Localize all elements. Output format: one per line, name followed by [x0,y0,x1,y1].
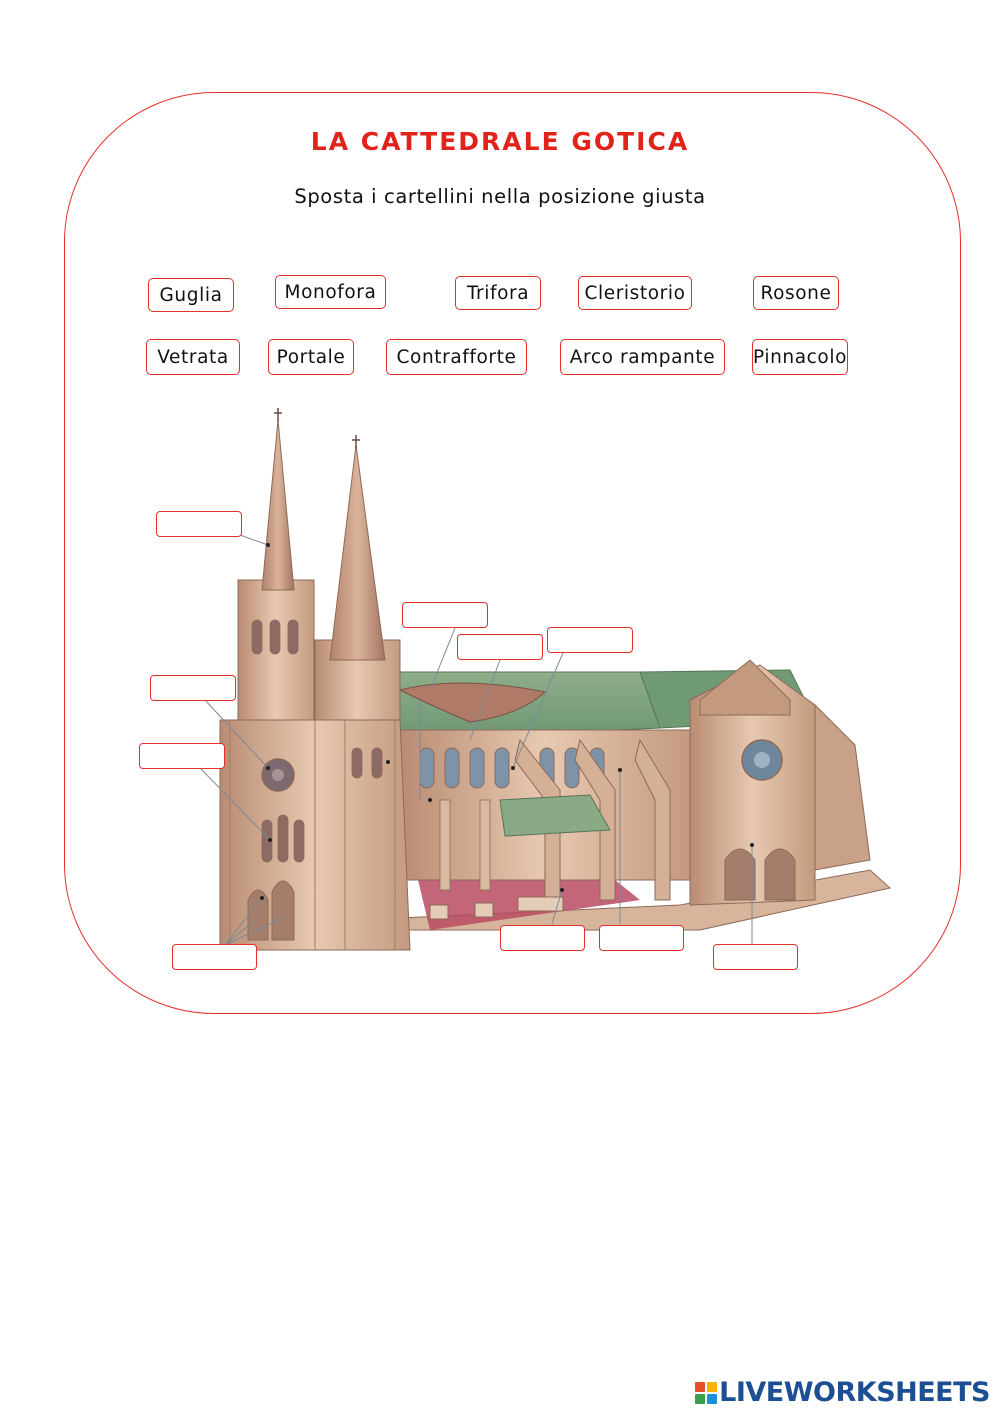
label-chip-cleristorio[interactable]: Cleristorio [578,276,692,310]
brand-grid-icon [695,1381,718,1404]
label-chip-vetrata[interactable]: Vetrata [146,339,240,375]
label-chip-contrafforte[interactable]: Contrafforte [386,339,527,375]
label-chip-pinnacolo[interactable]: Pinnacolo [752,339,848,375]
drop-target-8[interactable] [599,925,684,951]
label-chip-rosone[interactable]: Rosone [753,276,839,310]
label-chip-arco-rampante[interactable]: Arco rampante [560,339,725,375]
drop-target-5[interactable] [150,675,236,701]
drop-target-10[interactable] [172,944,257,970]
label-chip-guglia[interactable]: Guglia [148,278,234,312]
drop-target-4[interactable] [457,634,543,660]
label-chip-monofora[interactable]: Monofora [275,275,386,309]
worksheet-frame [64,92,961,1014]
drop-target-1[interactable] [156,511,242,537]
drop-target-9[interactable] [713,944,798,970]
brand-text: LIVEWORKSHEETS [719,1377,990,1408]
label-chip-trifora[interactable]: Trifora [455,276,541,310]
drop-target-2[interactable] [402,602,488,628]
label-chip-portale[interactable]: Portale [268,339,354,375]
drop-target-6[interactable] [139,743,225,769]
worksheet-title: LA CATTEDRALE GOTICA [310,127,690,156]
drop-target-7[interactable] [500,925,585,951]
worksheet-instruction: Sposta i cartellini nella posizione gius… [294,185,706,208]
liveworksheets-logo: LIVEWORKSHEETS [695,1377,990,1408]
drop-target-3[interactable] [547,627,633,653]
